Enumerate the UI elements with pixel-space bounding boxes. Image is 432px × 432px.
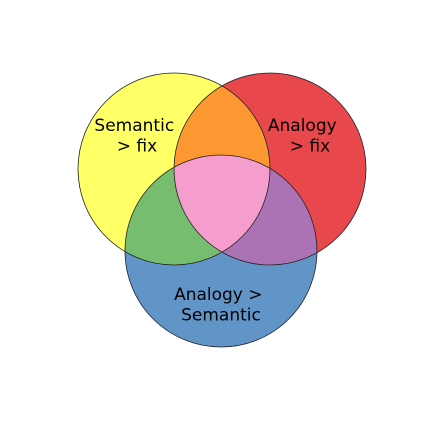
set-analogy-fix-outline [173,72,367,266]
label-analogy-fix: Analogy > fix [268,116,342,157]
set-semantic-fix-outline [77,72,271,266]
set-analogy-semantic-outline [124,154,318,348]
label-analogy-semantic: Analogy > Semantic [174,285,268,326]
label-semantic-fix: Semantic > fix [94,116,179,157]
